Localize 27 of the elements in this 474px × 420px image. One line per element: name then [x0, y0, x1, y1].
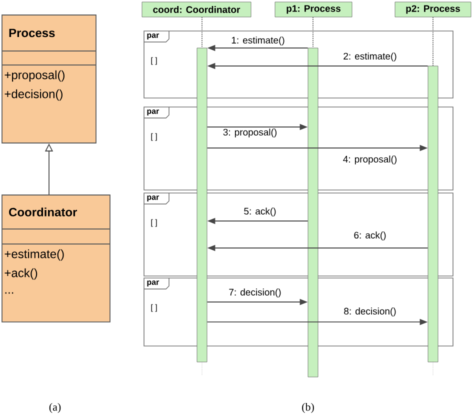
message-label: 5: ack()	[242, 206, 278, 218]
class-member: +proposal()	[4, 70, 64, 82]
class-name: Coordinator	[9, 208, 78, 216]
activation-bar	[428, 66, 438, 362]
class-member: +ack()	[4, 268, 38, 280]
message-label: 8: decision()	[342, 306, 398, 318]
lifeline-head: p2: Process	[394, 2, 472, 18]
panel-label: (b)	[302, 403, 314, 413]
message-label: 6: ack()	[352, 230, 388, 242]
panel-label: (a)	[49, 403, 61, 413]
lifeline-head: coord: Coordinator	[142, 2, 252, 18]
class-member: ...	[5, 292, 14, 294]
lifeline	[312, 16, 314, 48]
activation-bar	[196, 48, 208, 362]
class-member: +decision()	[4, 89, 62, 101]
message-label: 4: proposal()	[342, 154, 398, 166]
activation-bar	[308, 48, 318, 378]
class-box	[2, 14, 96, 144]
class-name: Process	[9, 28, 55, 38]
lifeline-head: p1: Process	[274, 2, 352, 18]
class-member: +estimate()	[4, 249, 64, 261]
message-label: 1: estimate()	[230, 36, 286, 46]
lifeline	[432, 16, 434, 66]
class-box	[2, 194, 110, 322]
message-label: 2: estimate()	[342, 52, 398, 62]
message-label: 3: proposal()	[222, 128, 278, 138]
message-label: 7: decision()	[228, 288, 282, 298]
